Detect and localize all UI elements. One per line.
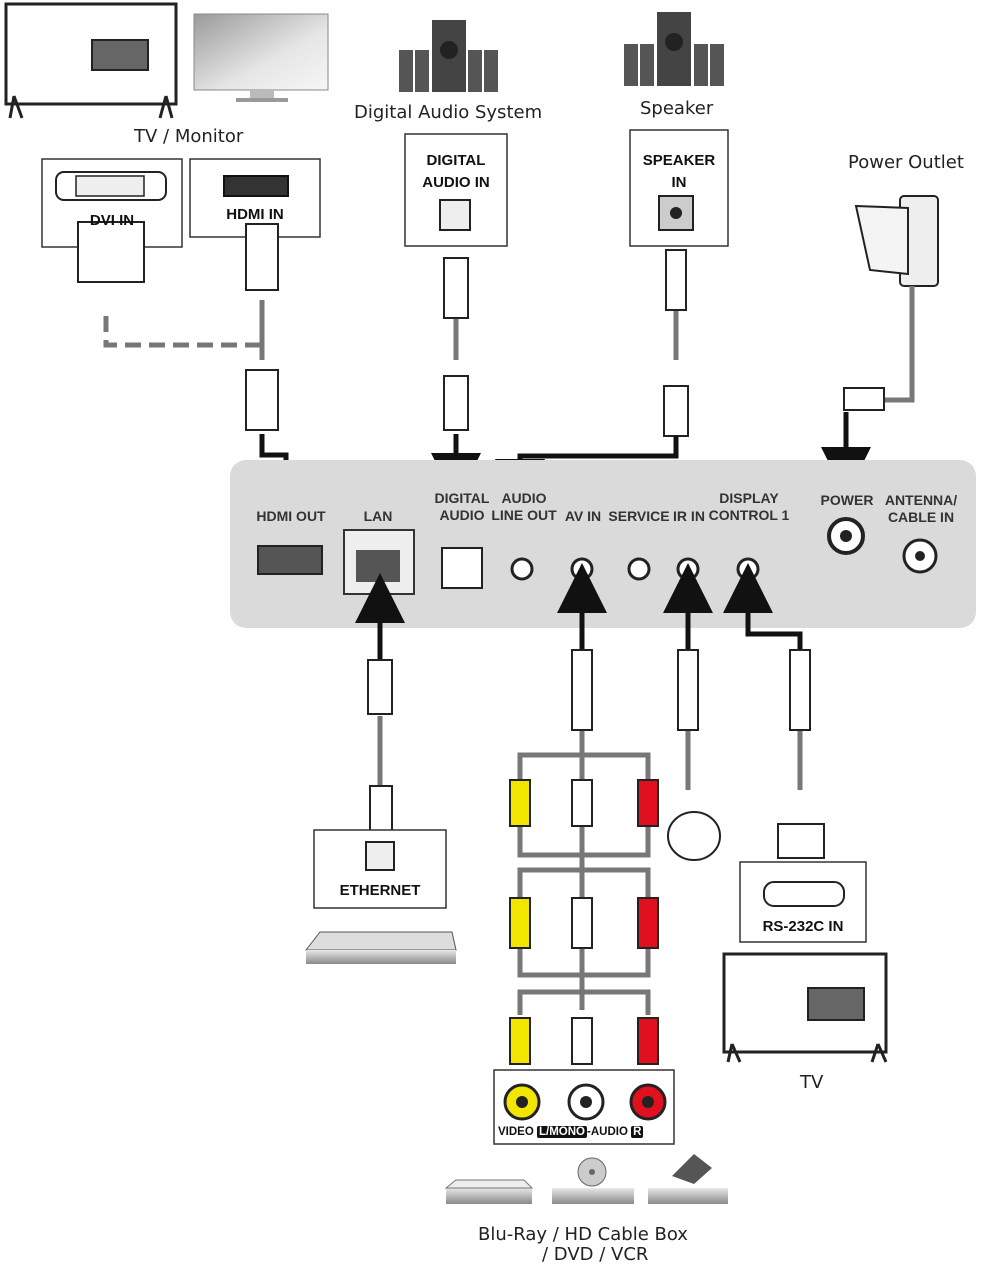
av-label-video: VIDEO	[498, 1126, 534, 1138]
port-label-display-control-2: CONTROL 1	[708, 507, 790, 523]
port-label-digital-audio-1: DIGITAL	[434, 490, 490, 506]
power-outlet-label: Power Outlet	[848, 152, 964, 173]
port-label-ir-in: IR IN	[673, 508, 705, 524]
dvi-port-icon	[55, 171, 167, 201]
port-label-service: SERVICE	[608, 508, 670, 524]
power-outlet-icon	[854, 195, 939, 287]
rs232c-in-label: RS-232C IN	[762, 918, 844, 935]
port-label-audio-line-out-2: LINE OUT	[491, 507, 557, 523]
port-label-antenna-1: ANTENNA/	[884, 492, 958, 508]
tv-label: TV	[800, 1072, 824, 1093]
digital-audio-system-label: Digital Audio System	[354, 102, 543, 123]
av-label-row: VIDEO L/MONO-AUDIO R	[498, 1126, 644, 1138]
port-label-lan: LAN	[363, 508, 393, 524]
top-cables	[103, 286, 915, 403]
bottom-arrows	[355, 563, 803, 660]
bottom-cables	[377, 716, 803, 1015]
tv-top-left-icon	[4, 2, 178, 119]
port-label-hdmi-out: HDMI OUT	[256, 508, 326, 524]
port-label-power: POWER	[820, 492, 874, 508]
av-label-audio: AUDIO	[590, 1126, 628, 1138]
digital-audio-in-label-2: AUDIO IN	[422, 174, 490, 191]
speaker-label: Speaker	[640, 98, 714, 119]
port-label-digital-audio-2: AUDIO	[439, 507, 485, 523]
speaker-in-box	[629, 129, 729, 247]
speaker-icon	[624, 12, 724, 86]
speaker-port-icon	[658, 195, 694, 231]
digital-audio-in-label-1: DIGITAL	[426, 152, 486, 169]
av-label-l-mono: L/MONO	[537, 1126, 587, 1138]
top-plugs	[77, 221, 885, 437]
back-panel	[230, 460, 976, 628]
speaker-in-label-2: IN	[671, 174, 687, 191]
sources-label-line2: / DVD / VCR	[542, 1244, 649, 1265]
rs232c-port-icon	[763, 881, 845, 907]
tv-bottom-right-icon	[722, 952, 888, 1063]
port-label-antenna-2: CABLE IN	[887, 509, 955, 525]
tv-monitor-label: TV / Monitor	[134, 126, 244, 147]
av-jacks	[503, 1083, 667, 1121]
sources-label-line1: Blu-Ray / HD Cable Box	[478, 1224, 688, 1245]
port-label-audio-line-out-1: AUDIO	[501, 490, 547, 506]
monitor-icon	[193, 13, 329, 102]
dvi-in-label: DVI IN	[89, 212, 135, 229]
source-devices-icon	[444, 1154, 728, 1204]
port-label-display-control-1: DISPLAY	[719, 490, 779, 506]
hdmi-in-label: HDMI IN	[226, 206, 284, 223]
optical-port-icon	[439, 199, 471, 231]
av-label-r: R	[631, 1126, 644, 1138]
bottom-plugs	[367, 649, 825, 1065]
ethernet-label: ETHERNET	[339, 882, 421, 899]
ethernet-port-icon	[365, 841, 395, 871]
speaker-in-label-1: SPEAKER	[642, 152, 716, 169]
port-label-av-in: AV IN	[564, 508, 602, 524]
hdmi-port-icon	[223, 175, 289, 197]
router-icon	[304, 931, 457, 964]
digital-audio-system-icon	[399, 20, 498, 92]
ir-receiver-icon	[667, 811, 721, 861]
